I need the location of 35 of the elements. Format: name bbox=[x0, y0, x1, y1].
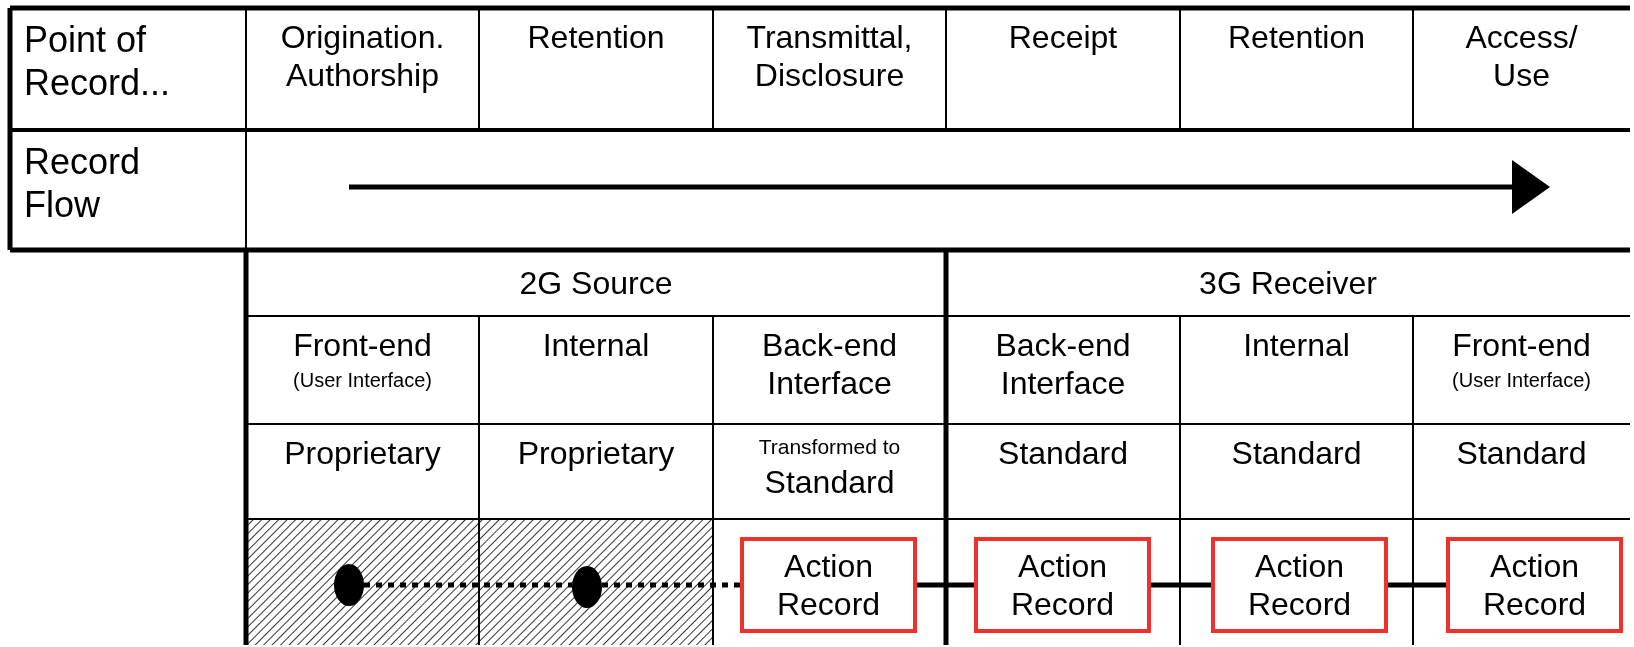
cell-text: Back-end Interface bbox=[994, 326, 1132, 403]
column-header: Receipt bbox=[1008, 18, 1118, 57]
column-header: Retention bbox=[527, 18, 665, 57]
dot-marker bbox=[572, 566, 602, 608]
cell-text: Back-end Interface bbox=[760, 326, 899, 403]
cell-text: Front-end bbox=[1452, 326, 1591, 365]
column-header: Origination. Authorship bbox=[279, 18, 446, 95]
cell-text: Standard bbox=[1456, 434, 1587, 473]
cell-text: Internal bbox=[542, 326, 650, 365]
group-header: 3G Receiver bbox=[1199, 263, 1377, 303]
cell-text: Standard bbox=[1231, 434, 1362, 473]
row-header: Point of Record... bbox=[24, 18, 172, 105]
connector-line bbox=[917, 582, 974, 588]
record-box: Action Record bbox=[1446, 537, 1623, 633]
cell-text: Standard bbox=[998, 434, 1128, 473]
cell-subtext: (User Interface) bbox=[1452, 368, 1591, 393]
cell-text: Internal bbox=[1243, 326, 1350, 365]
dot-marker bbox=[334, 564, 364, 606]
cell-text: Front-end bbox=[293, 326, 432, 365]
connector-line bbox=[1151, 582, 1211, 588]
column-header: Access/ Use bbox=[1464, 18, 1579, 95]
group-header: 2G Source bbox=[519, 263, 673, 303]
record-box: Action Record bbox=[740, 537, 917, 633]
cell-subtext: (User Interface) bbox=[293, 368, 432, 393]
cell-text: Transformed to bbox=[758, 434, 901, 460]
column-header: Transmittal, Disclosure bbox=[745, 18, 914, 95]
cell-text: Proprietary bbox=[284, 434, 441, 473]
record-box: Action Record bbox=[974, 537, 1151, 633]
column-header: Retention bbox=[1228, 18, 1365, 57]
dotted-line bbox=[602, 582, 740, 588]
connector-line bbox=[1388, 582, 1446, 588]
cell-text: Proprietary bbox=[517, 434, 675, 473]
cell-text: Standard bbox=[764, 463, 895, 502]
row-header: Record Flow bbox=[24, 140, 142, 227]
record-box: Action Record bbox=[1211, 537, 1388, 633]
